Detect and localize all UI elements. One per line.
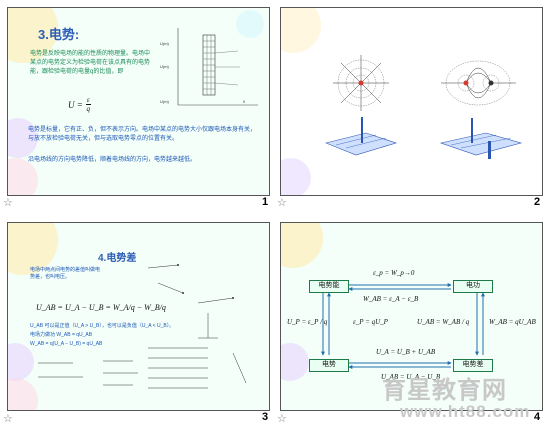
bubble-decoration — [8, 343, 34, 381]
potential-difference-diagram — [147, 264, 247, 389]
formula-potential-difference: U_AB = U_A − U_B = W_A/q − W_B/q — [36, 303, 166, 312]
box-electric-work: 电功 — [453, 280, 493, 293]
bubble-decoration — [281, 8, 321, 53]
field-diagram-dipole — [441, 60, 516, 106]
slide-line: U_AB 可以是正值（U_A > U_B），也可以是负值（U_A < U_B）。 — [30, 323, 175, 329]
slide-line: 电场力做功 W_AB = qU_AB — [30, 332, 93, 338]
star-icon: ☆ — [3, 413, 13, 425]
bubble-decoration — [281, 158, 311, 195]
relation-diagram-arrows — [321, 283, 485, 369]
field-diagram-single — [333, 55, 389, 111]
formula-denominator: q — [86, 105, 90, 113]
formula-center: ε_P = qU_P — [353, 318, 388, 326]
formula-fraction: ε q — [85, 96, 91, 113]
formula-potential: U = ε q — [68, 96, 91, 113]
figure-label: U(m) — [160, 99, 170, 104]
formula-block — [38, 360, 138, 386]
slide-2 — [280, 7, 543, 196]
formula-numerator: ε — [85, 96, 91, 105]
formula-mid-top: W_AB = ε_A − ε_B — [363, 295, 419, 303]
formula-right-fraction: U_AB = W_AB / q — [417, 318, 470, 326]
slide-paragraph: 沿电场线的方向电势降低，顺着电场线的方向，电势越来越低。 — [28, 157, 197, 163]
slide-paragraph: 电场中两点间电势的差值叫做电势差，也叫电压。 — [30, 267, 101, 280]
slide-line: W_AB = q(U_A − U_B) = qU_AB — [30, 341, 103, 347]
slide-paragraph: 电势是反映电场的能的性质的物理量。电场中某点的电势定义为检验电荷在该点具有的电势… — [30, 51, 151, 75]
page-number: 3 — [262, 411, 269, 423]
page-number: 1 — [262, 196, 269, 208]
slide-title: 4.电势差 — [98, 253, 137, 264]
potential-surface-single — [325, 117, 397, 156]
figure-label: U(m) — [160, 41, 170, 46]
box-potential-difference: 电势差 — [453, 359, 493, 372]
figure-label: U(m) — [160, 64, 170, 69]
bubble-decoration — [236, 10, 264, 38]
star-icon: ☆ — [3, 197, 13, 209]
slide-4: 电势能 电功 电势 电势差 ε_p = W_p→0 W_AB = ε_A − ε… — [280, 222, 543, 411]
watermark-url: www.ht88.com — [400, 402, 531, 421]
box-potential: 电势 — [309, 359, 349, 372]
slide-1: 3.电势: 电势是反映电场的能的性质的物理量。电场中某点的电势定义为检验电荷在该… — [7, 7, 270, 196]
potential-figure: U(m) U(m) U(m) 0 — [160, 28, 258, 106]
slide-paragraph: 电势是标量，它有正、负，但不表示方向。电场中某点的电势大小仅跟电场本身有关，与放… — [28, 127, 257, 142]
page-number: 2 — [534, 196, 541, 208]
watermark-title: 育星教育网 — [382, 376, 507, 404]
star-icon: ☆ — [277, 413, 287, 425]
page-number: 4 — [534, 411, 541, 423]
slide-3: 4.电势差 电场中两点间电势的差值叫做电势差，也叫电压。 U_AB = U_A … — [7, 222, 270, 411]
slide-title: 3.电势: — [38, 27, 80, 42]
formula-lhs: U = — [68, 99, 83, 110]
formula-mid-bottom: U_A = U_B + U_AB — [376, 348, 436, 356]
box-potential-energy: 电势能 — [309, 280, 349, 293]
formula-left: U_P = ε_P / q — [287, 318, 328, 326]
formula-right: W_AB = qU_AB — [489, 318, 536, 326]
formula-top: ε_p = W_p→0 — [373, 269, 415, 277]
formula-bottom: U_AB = U_A − U_B — [381, 373, 441, 381]
figure-label: 0 — [243, 99, 246, 104]
potential-surface-dipole — [439, 118, 523, 159]
star-icon: ☆ — [277, 197, 287, 209]
